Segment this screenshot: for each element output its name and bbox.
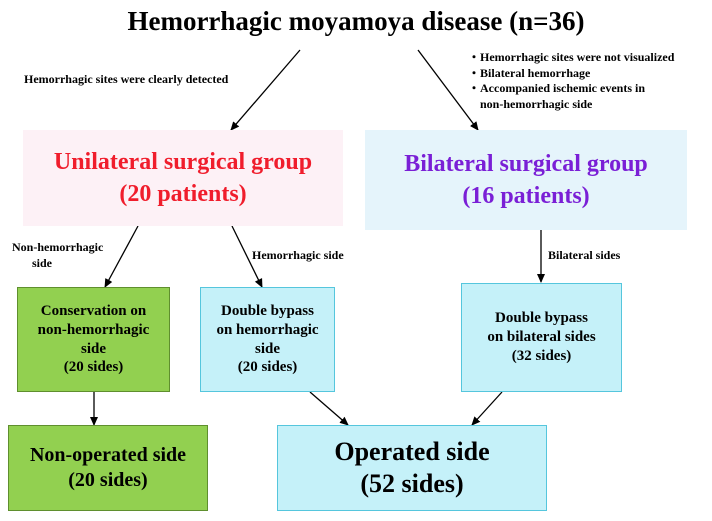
criteria-item: Accompanied ischemic events in — [468, 81, 708, 97]
bilateral-group-count: (16 patients) — [462, 183, 590, 209]
arrow-title-to-unilateral — [230, 49, 301, 131]
diagram-title: Hemorrhagic moyamoya disease (n=36) — [127, 6, 585, 36]
bilateral-surgical-group-box: Bilateral surgical group (16 patients) — [365, 130, 687, 230]
non-operated-side-box: Non-operated side (20 sides) — [8, 425, 208, 511]
conservation-box: Conservation on non-hemorrhagic side (20… — [17, 287, 170, 392]
right-branch-criteria: Hemorrhagic sites were not visualized Bi… — [468, 50, 708, 112]
double-bypass-hemorrhagic-box: Double bypass on hemorrhagic side (20 si… — [200, 287, 335, 392]
unilateral-group-title: Unilateral surgical group — [53, 148, 313, 175]
criteria-item-continuation: non-hemorrhagic side — [480, 96, 593, 111]
left-branch-label: Hemorrhagic sites were clearly detected — [24, 72, 229, 86]
criteria-item: Bilateral hemorrhage — [468, 66, 708, 82]
operated-side-box: Operated side (52 sides) — [277, 425, 547, 511]
arrow-bilateral-bypass-to-operated — [471, 391, 503, 426]
arrow-unilateral-to-hemorrhagic-bypass — [231, 225, 263, 288]
arrow-unilateral-to-conservation — [104, 225, 139, 288]
edge-label-non-hemorrhagic-side: Non-hemorrhagic side — [12, 240, 104, 270]
edge-label-bilateral-sides: Bilateral sides — [548, 248, 621, 262]
unilateral-group-count: (20 patients) — [119, 181, 247, 207]
unilateral-surgical-group-box: Unilateral surgical group (20 patients) — [23, 130, 343, 226]
arrow-hemorrhagic-bypass-to-operated — [309, 391, 349, 426]
bilateral-group-title: Bilateral surgical group — [404, 150, 648, 177]
edge-label-hemorrhagic-side: Hemorrhagic side — [252, 248, 344, 262]
double-bypass-bilateral-box: Double bypass on bilateral sides (32 sid… — [461, 283, 622, 392]
criteria-item: Hemorrhagic sites were not visualized — [468, 50, 708, 66]
arrow-title-to-bilateral — [417, 49, 479, 131]
